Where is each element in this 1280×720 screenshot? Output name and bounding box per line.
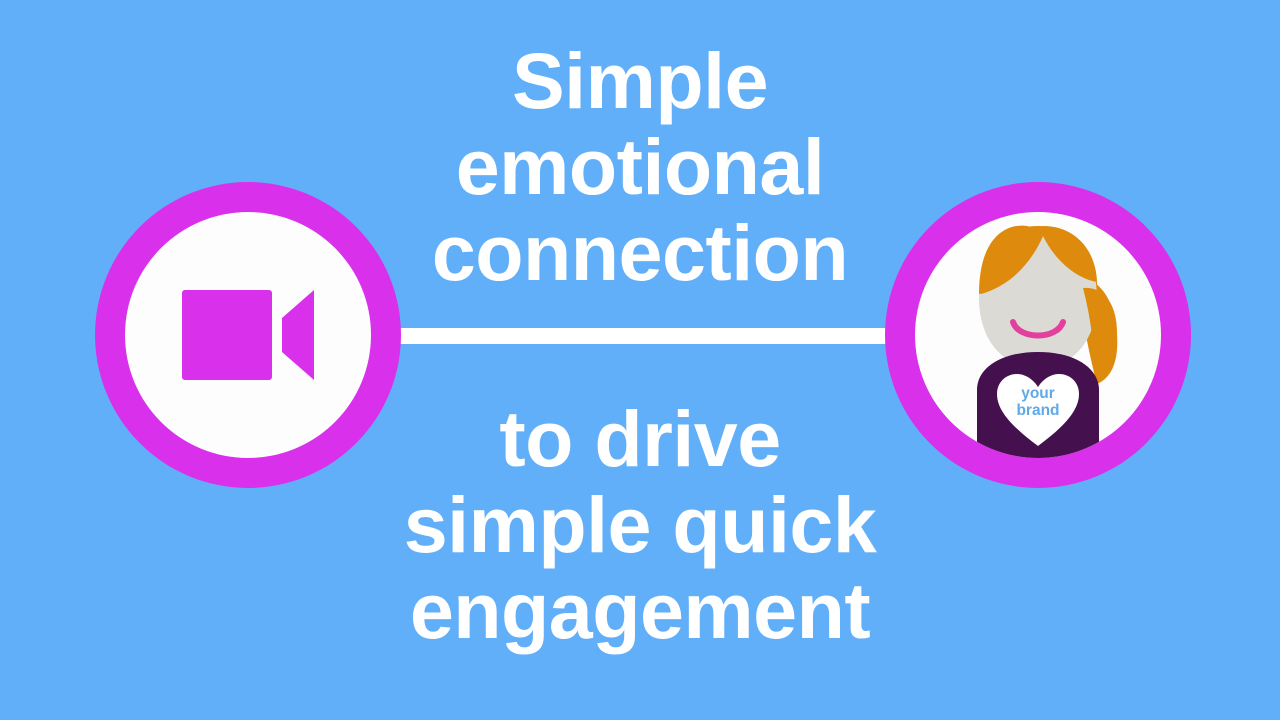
person-node-inner: your brand <box>915 212 1161 458</box>
ponytail-bump-shape <box>1083 287 1117 382</box>
heart-text-line-1: your <box>1021 385 1055 402</box>
headline-top-line-3: connection <box>431 208 849 297</box>
heart-shape <box>997 374 1079 446</box>
heart-text-line-2: brand <box>1016 402 1059 419</box>
headline-bottom-line-1: to drive <box>499 394 781 483</box>
headline-bottom-line-2: simple quick <box>403 480 877 569</box>
headline-bottom: to drive simple quick engagement <box>0 396 1280 654</box>
video-node-inner <box>125 212 371 458</box>
person-avatar-icon: your brand <box>977 225 1118 458</box>
video-camera-icon <box>182 290 314 380</box>
headline-top-line-1: Simple <box>511 36 769 125</box>
video-node[interactable] <box>95 182 401 488</box>
headline-bottom-line-3: engagement <box>409 566 871 655</box>
hair-left-shape <box>979 225 1043 294</box>
headline-top-line-2: emotional <box>455 122 825 211</box>
person-node[interactable]: your brand <box>885 182 1191 488</box>
smile-shape <box>1010 319 1066 339</box>
headline-top: Simple emotional connection <box>0 38 1280 296</box>
hair-right-shape <box>1043 226 1097 282</box>
connector-line <box>330 328 890 344</box>
